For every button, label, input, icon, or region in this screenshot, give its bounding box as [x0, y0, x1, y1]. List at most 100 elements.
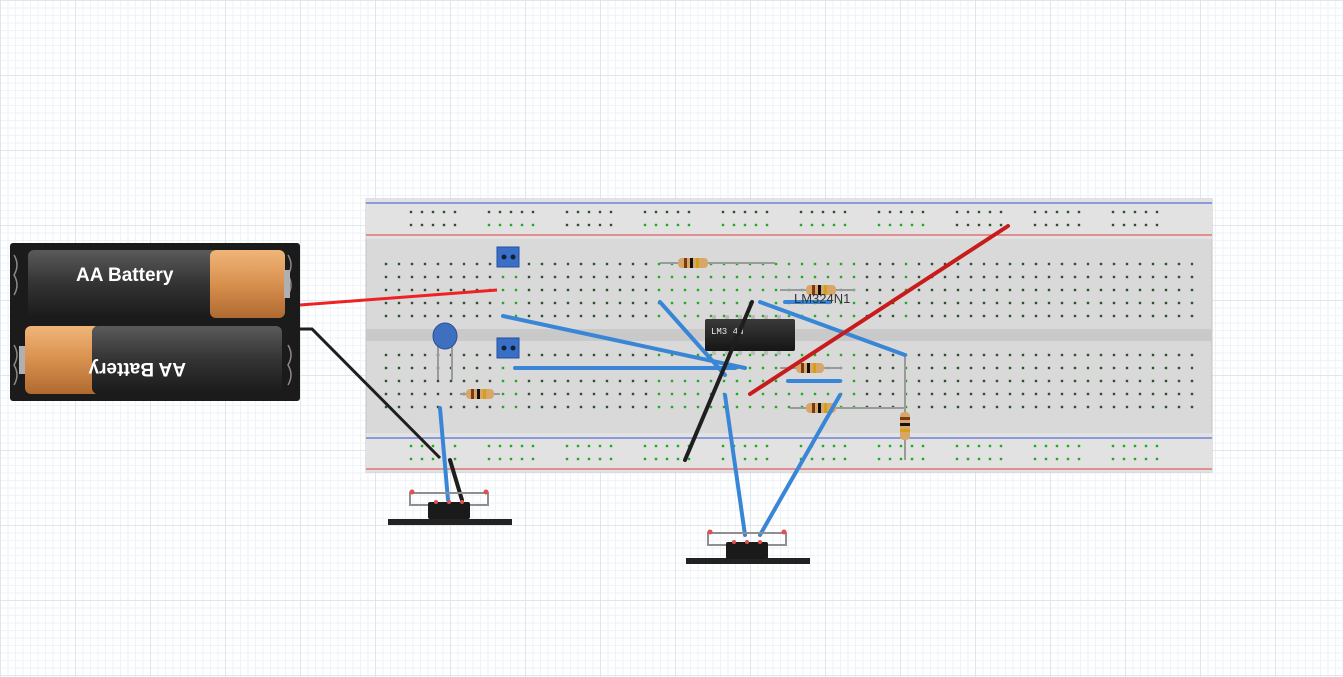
breadboard-hole [917, 301, 921, 305]
breadboard-hole [566, 379, 570, 383]
breadboard-hole [1164, 314, 1168, 318]
breadboard-hole [1021, 405, 1025, 409]
resistor-6-vertical[interactable] [900, 355, 910, 460]
breadboard-hole [843, 444, 847, 448]
battery-pack[interactable]: AA Battery AA Battery [10, 243, 300, 401]
breadboard-hole [409, 223, 413, 227]
resistor-4[interactable] [780, 363, 842, 373]
slide-switch-left[interactable] [388, 489, 512, 526]
breadboard-hole [1151, 288, 1155, 292]
breadboard-hole [1151, 405, 1155, 409]
breadboard-hole [565, 457, 569, 461]
blue-wire-1[interactable] [501, 314, 747, 370]
breadboard-hole [488, 301, 492, 305]
breadboard-hole [891, 353, 895, 357]
breadboard-hole [852, 314, 856, 318]
breadboard-hole [1138, 314, 1142, 318]
breadboard-holes[interactable] [384, 210, 1194, 461]
blue-wire-8[interactable] [723, 393, 747, 537]
breadboard-hole [774, 353, 778, 357]
battery-lead-red[interactable] [299, 288, 498, 307]
breadboard-hole [487, 457, 491, 461]
breadboard-hole [475, 379, 479, 383]
breadboard-hole [1112, 301, 1116, 305]
breadboard-hole [1151, 379, 1155, 383]
ceramic-capacitor[interactable] [432, 322, 458, 380]
breadboard-hole [800, 262, 804, 266]
blue-wire-3[interactable] [658, 300, 727, 377]
breadboard-hole [930, 392, 934, 396]
slide-switch-right[interactable] [686, 529, 810, 565]
breadboard-hole [609, 223, 613, 227]
breadboard-hole [592, 379, 596, 383]
breadboard-hole [722, 405, 726, 409]
breadboard-hole [462, 314, 466, 318]
breadboard-hole [1177, 379, 1181, 383]
breadboard-hole [565, 210, 569, 214]
breadboard-hole [1033, 210, 1037, 214]
breadboard-hole [1125, 288, 1129, 292]
header-bottom[interactable] [496, 337, 520, 359]
breadboard-hole [462, 275, 466, 279]
ic-chip-lm324n[interactable]: LM3 4N [705, 315, 795, 355]
breadboard-hole [501, 392, 505, 396]
resistor-5[interactable] [790, 403, 905, 413]
breadboard-hole [423, 405, 427, 409]
breadboard-hole [462, 353, 466, 357]
breadboard-hole [977, 223, 981, 227]
breadboard-hole [553, 275, 557, 279]
breadboard-hole [475, 275, 479, 279]
breadboard-hole [1008, 392, 1012, 396]
breadboard-hole [449, 405, 453, 409]
breadboard-hole [1133, 444, 1137, 448]
breadboard-hole [1190, 262, 1194, 266]
resistor-2[interactable] [660, 258, 775, 268]
breadboard-hole [488, 275, 492, 279]
black-wire-diagonal[interactable] [683, 300, 754, 462]
blue-wire-7[interactable] [438, 406, 450, 502]
blue-wires[interactable] [438, 300, 907, 537]
resistor-3[interactable] [780, 285, 855, 295]
blue-wire-9[interactable] [758, 393, 842, 537]
breadboard-hole [709, 405, 713, 409]
resistor-1[interactable] [460, 389, 500, 399]
breadboard-hole [787, 353, 791, 357]
breadboard-hole [969, 262, 973, 266]
breadboard-hole [436, 288, 440, 292]
breadboard-hole [1086, 262, 1090, 266]
breadboard-hole [579, 392, 583, 396]
breadboard-hole [1164, 301, 1168, 305]
breadboard-hole [969, 314, 973, 318]
breadboard[interactable] [365, 198, 1213, 473]
breadboard-hole [721, 223, 725, 227]
breadboard-hole [899, 444, 903, 448]
blue-wire-4[interactable] [758, 300, 907, 357]
breadboard-hole [917, 353, 921, 357]
breadboard-hole [565, 223, 569, 227]
breadboard-hole [509, 223, 513, 227]
breadboard-hole [1034, 262, 1038, 266]
breadboard-hole [969, 288, 973, 292]
breadboard-hole [431, 457, 435, 461]
breadboard-hole [899, 210, 903, 214]
breadboard-hole [1077, 210, 1081, 214]
breadboard-hole [631, 275, 635, 279]
breadboard-hole [1190, 366, 1194, 370]
breadboard-hole [420, 457, 424, 461]
breadboard-hole [722, 379, 726, 383]
breadboard-hole [1034, 392, 1038, 396]
breadboard-hole [462, 379, 466, 383]
header-top[interactable] [496, 246, 520, 268]
breadboard-hole [1144, 457, 1148, 461]
battery-lead-black[interactable] [300, 327, 442, 460]
red-wire-diagonal[interactable] [748, 224, 1010, 396]
breadboard-hole [878, 366, 882, 370]
breadboard-hole [821, 444, 825, 448]
breadboard-hole [1111, 444, 1115, 448]
breadboard-hole [423, 262, 427, 266]
breadboard-hole [799, 210, 803, 214]
breadboard-hole [488, 262, 492, 266]
breadboard-hole [488, 314, 492, 318]
breadboard-hole [397, 392, 401, 396]
